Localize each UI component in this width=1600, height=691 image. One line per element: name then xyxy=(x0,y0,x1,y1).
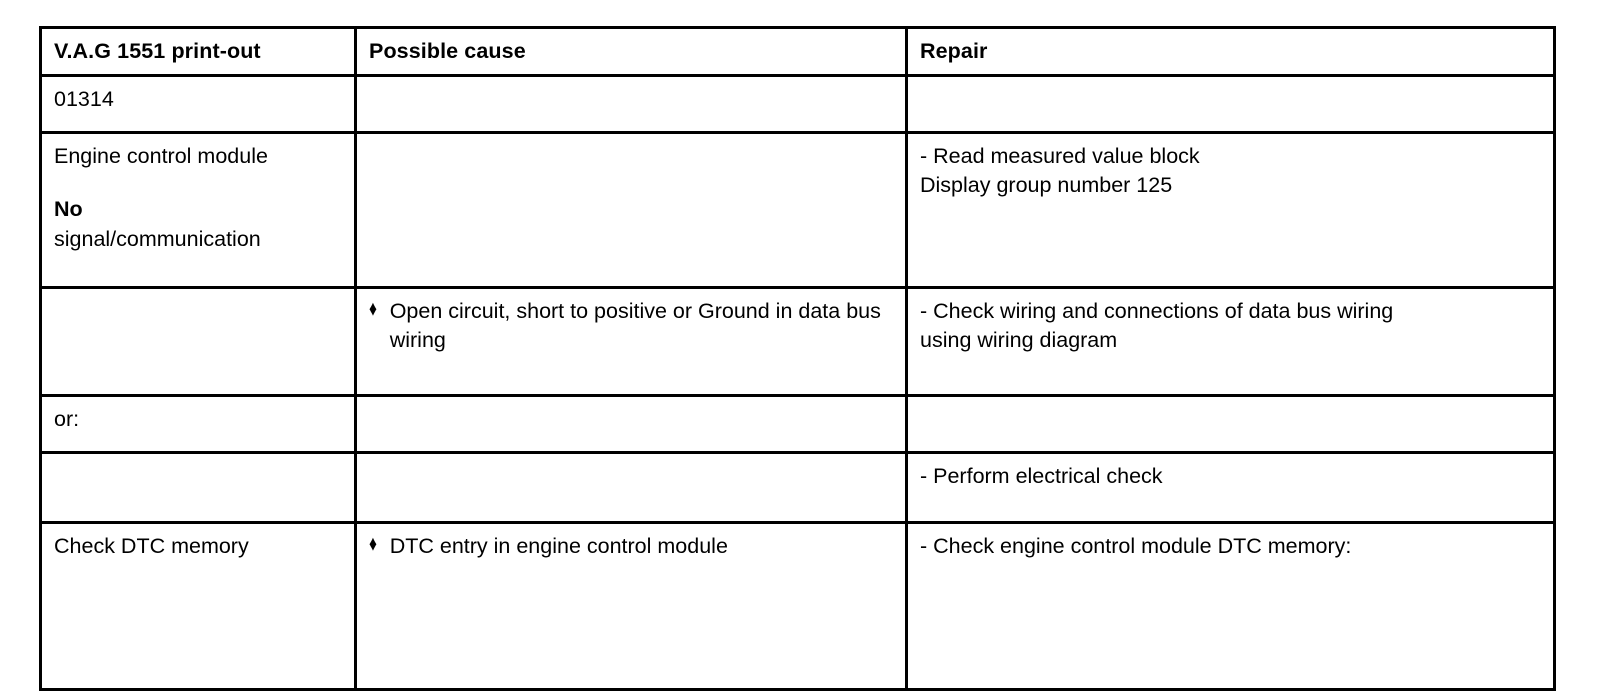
cell-possible-cause-open-circuit: ♦ Open circuit, short to positive or Gro… xyxy=(354,286,908,398)
table-row: ♦ Open circuit, short to positive or Gro… xyxy=(39,286,1556,398)
column-header-print-out: V.A.G 1551 print-out xyxy=(39,25,357,78)
bullet-item-text: DTC entry in engine control module xyxy=(389,534,728,559)
bullet-list-item: ♦ DTC entry in engine control module xyxy=(369,532,894,561)
cell-possible-cause-empty xyxy=(354,131,908,290)
repair-line-1: - Check wiring and connections of data b… xyxy=(920,299,1394,324)
cell-repair-measured-value: - Read measured value block Display grou… xyxy=(905,131,1556,290)
bullet-item-text: Open circuit, short to positive or Groun… xyxy=(389,299,881,353)
document-page: V.A.G 1551 print-out Possible cause Repa… xyxy=(39,25,1556,691)
print-out-line-1: Engine control module xyxy=(54,144,268,169)
cell-print-out-empty xyxy=(39,451,357,525)
cell-repair-electrical-check: - Perform electrical check xyxy=(905,451,1556,525)
cell-repair-empty xyxy=(905,74,1556,135)
cell-print-out-module: Engine control module No signal/communic… xyxy=(39,131,357,290)
cell-possible-cause-empty xyxy=(354,74,908,135)
cell-repair-empty xyxy=(905,394,1556,455)
table-header-row: V.A.G 1551 print-out Possible cause Repa… xyxy=(39,25,1556,78)
table-row: 01314 xyxy=(39,74,1556,135)
column-header-repair: Repair xyxy=(905,25,1556,78)
table-row: Engine control module No signal/communic… xyxy=(39,131,1556,290)
table-header: V.A.G 1551 print-out Possible cause Repa… xyxy=(39,25,1556,78)
bullet-list-item: ♦ Open circuit, short to positive or Gro… xyxy=(369,297,894,355)
cell-repair-check-dtc-memory: - Check engine control module DTC memory… xyxy=(905,521,1556,691)
table-row: or: xyxy=(39,394,1556,455)
cell-print-out-code: 01314 xyxy=(39,74,357,135)
cell-possible-cause-dtc-entry: ♦ DTC entry in engine control module xyxy=(354,521,908,691)
print-out-line-3: signal/communication xyxy=(54,226,261,251)
dtc-fault-table: V.A.G 1551 print-out Possible cause Repa… xyxy=(39,25,1556,691)
diamond-bullet-icon: ♦ xyxy=(369,297,377,322)
print-out-spacer xyxy=(54,171,343,195)
cell-repair-check-wiring: - Check wiring and connections of data b… xyxy=(905,286,1556,398)
cell-print-out-empty xyxy=(39,286,357,398)
repair-line-1: - Read measured value block xyxy=(920,144,1200,169)
table-row: - Perform electrical check xyxy=(39,451,1556,525)
cell-possible-cause-empty xyxy=(354,451,908,525)
repair-line-2: Display group number 125 xyxy=(920,173,1173,198)
cell-print-out-check-dtc: Check DTC memory xyxy=(39,521,357,691)
table-row: Check DTC memory ♦ DTC entry in engine c… xyxy=(39,521,1556,691)
table-body: 01314 Engine control module No signal/co… xyxy=(39,74,1556,691)
cell-possible-cause-empty xyxy=(354,394,908,455)
repair-line-2: using wiring diagram xyxy=(920,328,1118,353)
print-out-line-2: No xyxy=(54,197,83,222)
column-header-possible-cause: Possible cause xyxy=(354,25,908,78)
cell-print-out-or: or: xyxy=(39,394,357,455)
diamond-bullet-icon: ♦ xyxy=(369,532,377,557)
